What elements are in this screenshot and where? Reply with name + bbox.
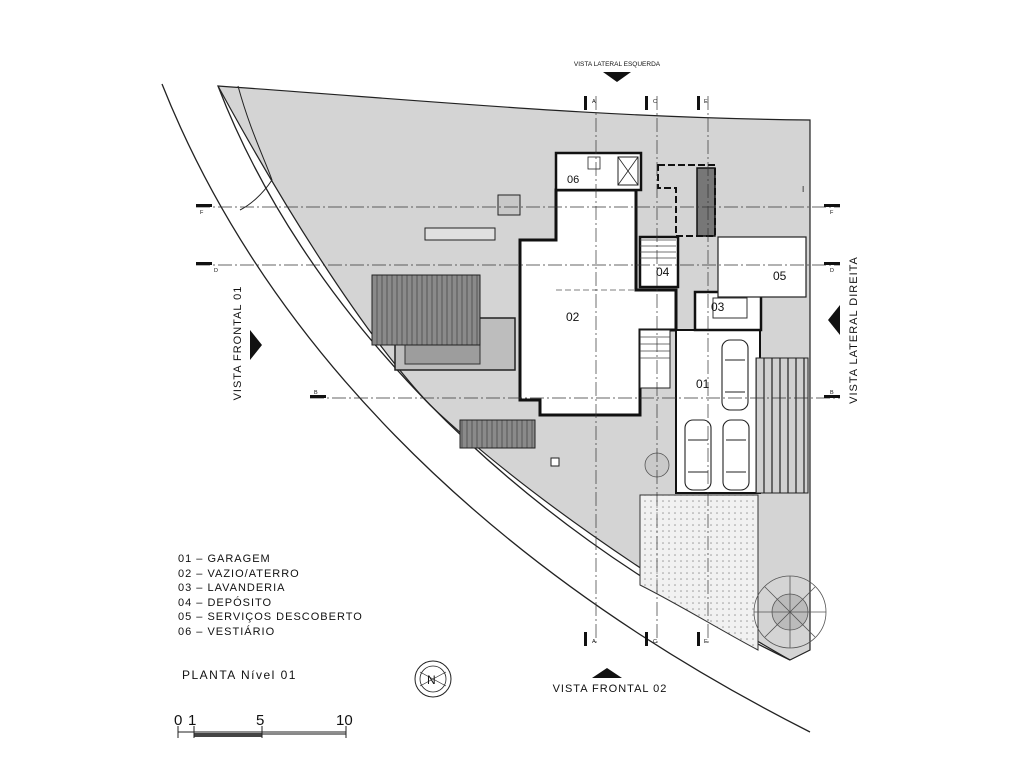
view-arrow-top — [603, 72, 631, 82]
north-arrow: N — [414, 660, 452, 698]
shower-x2 — [617, 156, 639, 186]
section-letter-e-top: E — [704, 99, 708, 105]
room-legend: 01 – GARAGEM 02 – VAZIO/ATERRO 03 – LAVA… — [178, 552, 363, 640]
view-label-left: VISTA FRONTAL 01 — [232, 286, 244, 401]
view-label-right: VISTA LATERAL DIREITA — [848, 256, 860, 404]
street-curve-outer — [161, 83, 811, 733]
view-arrow-right — [828, 305, 840, 335]
section-letter-b-right: B — [830, 390, 834, 396]
section-mark-bars — [196, 96, 840, 646]
section-letter-f-left: F — [200, 210, 204, 216]
room-tag-05: 05 — [773, 269, 787, 283]
section-letter-a-bottom: A — [592, 639, 596, 645]
legend-item: 03 – LAVANDERIA — [178, 582, 286, 595]
section-letter-e-bottom: E — [704, 639, 708, 645]
section-axes — [196, 96, 840, 645]
scale-bar — [177, 726, 347, 738]
scale-label-5: 5 — [256, 712, 265, 729]
section-letter-b-left: B — [314, 390, 318, 396]
toilet-fixture — [587, 156, 601, 170]
small-square — [550, 457, 560, 467]
walkway — [424, 227, 496, 241]
room-tag-02: 02 — [566, 310, 580, 324]
room-04-deposit — [638, 235, 680, 289]
tree-icon — [753, 575, 827, 649]
legend-item: 01 – GARAGEM — [178, 553, 271, 565]
legend-item: 02 – VAZIO/ATERRO — [178, 567, 300, 580]
section-letter-f-right: F — [830, 210, 834, 216]
section-letter-i: I — [802, 185, 804, 194]
sidewalk-line — [237, 85, 273, 211]
section-letter-a-top: A — [592, 99, 596, 105]
dark-wall — [696, 167, 716, 237]
room-tag-04: 04 — [656, 265, 670, 279]
car-icons — [684, 339, 750, 491]
pergola — [755, 357, 809, 494]
room-tag-01: 01 — [696, 377, 710, 391]
upper-volume — [657, 164, 716, 237]
north-arrow-letter: N — [427, 673, 436, 687]
pool-deck — [371, 274, 481, 346]
room-tag-03: 03 — [711, 300, 725, 314]
scale-label-0: 0 — [174, 712, 183, 729]
room-tag-06: 06 — [567, 174, 579, 186]
legend-item: 05 – SERVIÇOS DESCOBERTO — [178, 611, 363, 624]
car-icon — [722, 419, 750, 491]
car-icon — [684, 419, 712, 491]
paved-area — [639, 494, 759, 651]
car-icon — [721, 339, 749, 411]
stair-treads — [640, 239, 676, 359]
laundry-sink — [712, 297, 748, 319]
room-05-services — [717, 236, 807, 298]
scale-label-1: 1 — [188, 712, 197, 729]
view-label-top: VISTA LATERAL ESQUERDA — [574, 61, 661, 68]
interior-stairs — [639, 329, 671, 389]
deck-steps — [459, 419, 536, 449]
section-letter-c-bottom: C — [653, 639, 657, 645]
plan-title: PLANTA Nível 01 — [182, 668, 297, 682]
legend-item: 04 – DEPÓSITO — [178, 596, 273, 609]
view-arrow-bottom — [592, 668, 622, 678]
legend-item: 06 – VESTIÁRIO — [178, 625, 276, 638]
scale-label-10: 10 — [336, 712, 353, 729]
section-letter-c-top: C — [653, 99, 657, 105]
section-letter-d-left: D — [214, 268, 218, 274]
view-arrow-left — [250, 330, 262, 360]
exterior-stairs — [497, 194, 521, 216]
view-label-bottom: VISTA FRONTAL 02 — [553, 683, 668, 695]
section-letter-d-right: D — [830, 268, 834, 274]
